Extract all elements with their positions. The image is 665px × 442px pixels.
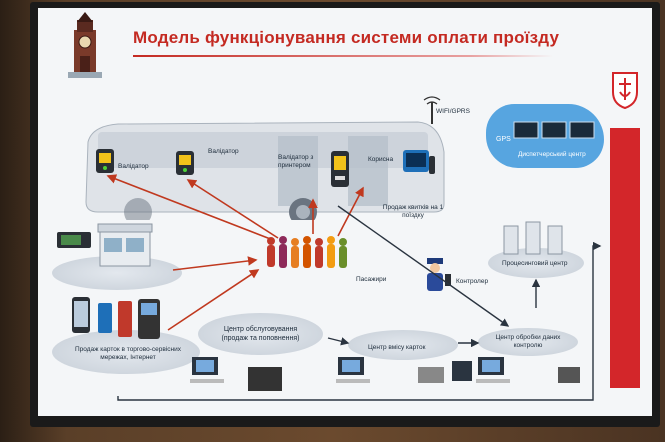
control-data-ellipse <box>478 328 578 356</box>
coat-of-arms-icon <box>612 72 638 110</box>
processing-center-label: Процесинговий центр <box>502 260 568 267</box>
antenna-icon <box>423 96 441 124</box>
wifi-gprs-label: WIFI/GPRS <box>436 108 470 115</box>
title-underline <box>133 55 553 57</box>
validator-1-icon <box>96 149 114 173</box>
service-center-label: Центр обслуговування (продаж та поповнен… <box>221 326 300 342</box>
validator-2-icon <box>176 151 194 175</box>
dispatch-center-label: Диспетчерський центр <box>518 151 586 158</box>
dispatch-monitors-icon <box>513 121 595 139</box>
passengers-icon <box>267 236 347 268</box>
validator-1-label: Валідатор <box>118 163 149 170</box>
gps-label: GPS <box>496 136 511 143</box>
tower-logo-icon <box>68 12 102 78</box>
flow-arrows <box>106 174 602 401</box>
kiosk-icon <box>97 223 153 267</box>
card-issue-ellipse <box>348 330 458 360</box>
validator-2-label: Валідатор <box>208 148 239 155</box>
ticket-slip-label: Корисна <box>368 156 394 163</box>
control-data-center-label: Центр обробки даних контролю <box>495 334 561 349</box>
side-accent-bar <box>610 128 640 388</box>
presentation-slide: Модель функціонування системи оплати про… <box>38 8 652 416</box>
ticket-terminal-icon <box>403 150 435 174</box>
retail-devices-icon <box>72 297 160 339</box>
service-center-ellipse <box>198 313 323 355</box>
card-reader-icon <box>57 232 91 248</box>
servers-icon <box>503 221 563 255</box>
passengers-label: Пасажири <box>356 276 387 283</box>
slide-title: Модель функціонування системи оплати про… <box>133 28 560 47</box>
ticket-sale-onboard-label: Продаж квитків на 1 поїздку <box>382 204 444 219</box>
retail-sales-ellipse <box>52 330 200 374</box>
workstations-icon <box>190 357 580 391</box>
card-sales-label: Продаж карток в торгово-сервісних мережа… <box>74 346 182 361</box>
validator-printer-icon <box>331 151 349 187</box>
inspector-label: Контролер <box>456 278 489 285</box>
card-issue-center-label: Центр вмісу карток <box>368 344 426 351</box>
validator-printer-label: Валідатор з принтером <box>278 154 314 169</box>
